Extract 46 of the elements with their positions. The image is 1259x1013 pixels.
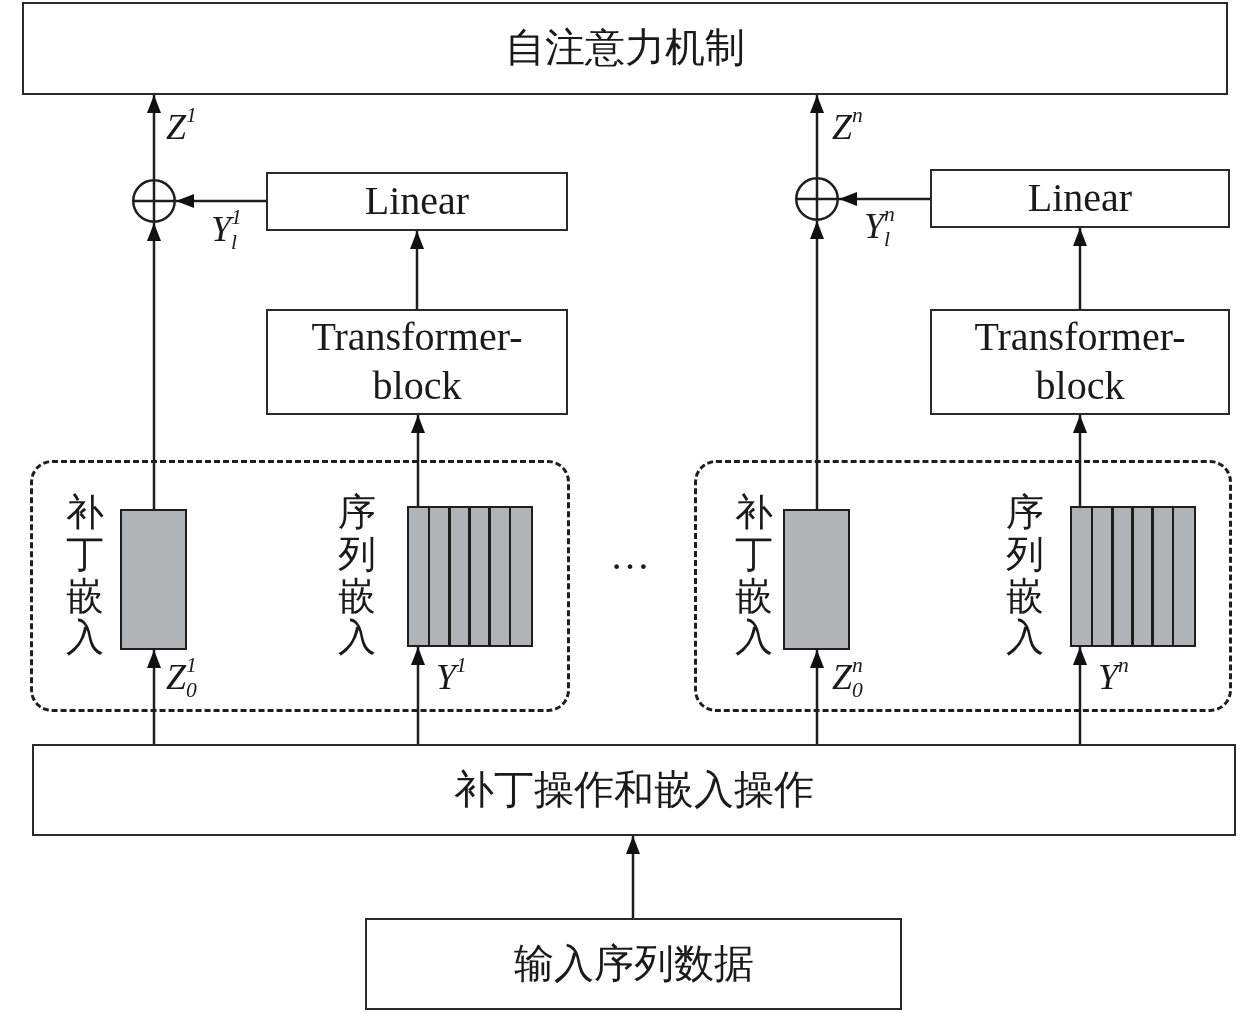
process-box [266, 172, 568, 231]
arrow [1073, 415, 1087, 506]
box-label: Transformer-block [310, 313, 524, 410]
striped-embedding-block [1070, 506, 1196, 647]
box-label: 补丁操作和嵌入操作 [454, 765, 814, 814]
process-box [32, 744, 1236, 836]
vertical-label: 序列嵌入 [1006, 492, 1044, 660]
arrow [176, 194, 266, 208]
edge-label: Z$^{n}$ [832, 106, 863, 149]
arrow [839, 192, 930, 206]
embedding-block [120, 509, 187, 650]
arrow [810, 95, 824, 177]
box-label: 自注意力机制 [505, 24, 745, 73]
arrow [147, 650, 161, 744]
process-box [22, 2, 1228, 95]
box-label: Linear [1027, 174, 1133, 223]
ellipsis-label: … [610, 536, 650, 576]
edge-label: Z$^{1}$ [166, 106, 197, 149]
vertical-label: 序列嵌入 [338, 492, 376, 660]
sum-circle [132, 179, 176, 223]
arrow [411, 415, 425, 506]
dashed-group-frame [30, 460, 570, 712]
edge-label: Y$^{n}$ [1098, 656, 1129, 699]
dashed-group-frame [694, 460, 1232, 712]
edge-label: Y$^{1}$ [436, 656, 467, 699]
striped-embedding-block [407, 506, 533, 647]
arrow [810, 221, 824, 509]
arrow [410, 231, 424, 309]
arrow [810, 650, 824, 744]
sum-circle [795, 177, 839, 221]
process-box [266, 309, 568, 415]
arrow [147, 95, 161, 179]
process-box [930, 169, 1230, 228]
arrow [1073, 228, 1087, 309]
box-label: Linear [364, 177, 470, 226]
process-box [930, 309, 1230, 415]
vertical-label: 补丁嵌入 [735, 492, 773, 660]
embedding-block [783, 509, 850, 650]
process-box [365, 918, 902, 1010]
arrow [1073, 647, 1087, 744]
vertical-label: 补丁嵌入 [66, 492, 104, 660]
arrow [411, 647, 425, 744]
box-label: Transformer-block [973, 313, 1187, 410]
arrow [147, 223, 161, 509]
arrow [626, 836, 640, 918]
box-label: 输入序列数据 [513, 939, 754, 988]
